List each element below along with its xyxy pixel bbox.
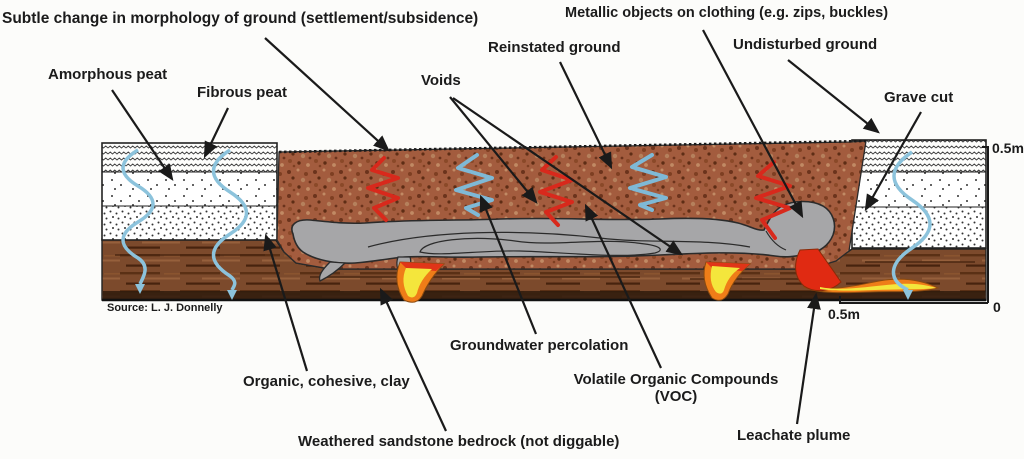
groundwater-waves xyxy=(121,148,932,292)
label-voc-line1: Volatile Organic Compounds xyxy=(573,371,779,388)
scale-label-top: 0.5m xyxy=(992,140,1024,156)
arrow-groundwater xyxy=(479,194,538,335)
arrow-voc xyxy=(584,203,662,369)
groundwater-wave-left-2 xyxy=(211,148,249,291)
arrow-undisturbed-ground xyxy=(787,59,880,134)
leachate-plume-middle xyxy=(703,261,752,301)
shroud-line xyxy=(367,231,751,248)
void-squiggle-2 xyxy=(628,153,668,212)
groundwater-wave-left-1 xyxy=(121,148,155,285)
arrow-subtle-change xyxy=(264,37,390,152)
arrow-metallic-objects xyxy=(702,29,804,219)
label-voids: Voids xyxy=(421,72,461,89)
clay-layer-left xyxy=(102,206,277,240)
arrow-weathered-bedrock xyxy=(379,287,447,432)
scale-bar-horizontal xyxy=(839,296,988,304)
right-undisturbed-block xyxy=(851,139,987,249)
label-voc: Volatile Organic Compounds (VOC) xyxy=(556,371,796,406)
scale-label-horizontal: 0.5m xyxy=(828,306,860,322)
voc-squiggles xyxy=(366,155,792,240)
voc-squiggle-2 xyxy=(538,155,574,227)
voc-squiggle-1 xyxy=(366,156,400,222)
arrow-organic-clay xyxy=(263,233,309,372)
fibrous-peat-layer-right xyxy=(852,140,986,172)
label-leachate-plume: Leachate plume xyxy=(737,427,851,444)
annotation-arrows xyxy=(111,29,922,432)
leachate-plume-right xyxy=(795,248,940,294)
voc-squiggle-3 xyxy=(754,160,792,240)
void-squiggle-1 xyxy=(454,153,494,217)
arrow-fibrous-peat xyxy=(203,107,229,159)
arrow-voids-2 xyxy=(452,97,684,256)
fibrous-peat-layer-left xyxy=(102,143,277,172)
amorphous-peat-layer-left xyxy=(102,172,277,206)
label-groundwater-percolation: Groundwater percolation xyxy=(450,337,629,354)
scale-label-zero: 0 xyxy=(993,299,1001,315)
label-fibrous-peat: Fibrous peat xyxy=(197,84,288,101)
groundwater-wave-right xyxy=(891,150,932,292)
arrow-voids-1 xyxy=(449,96,538,204)
label-grave-cut: Grave cut xyxy=(884,89,954,106)
label-source: Source: L. J. Donnelly xyxy=(107,302,223,314)
label-amorphous-peat: Amorphous peat xyxy=(48,66,168,83)
arrow-leachate xyxy=(795,292,821,425)
label-voc-line2: (VOC) xyxy=(654,387,698,405)
groundwater-wave-arrowheads xyxy=(135,284,913,300)
arrow-grave-cut xyxy=(864,111,922,212)
label-subtle-change: Subtle change in morphology of ground (s… xyxy=(2,10,479,27)
foot-left xyxy=(318,261,347,282)
head-jaw-line xyxy=(765,230,787,251)
arrow-reinstated-ground xyxy=(559,61,613,170)
label-weathered-bedrock: Weathered sandstone bedrock (not diggabl… xyxy=(298,433,620,450)
amorphous-peat-layer-right xyxy=(852,172,986,207)
arrow-amorphous-peat xyxy=(111,89,174,182)
label-organic-clay: Organic, cohesive, clay xyxy=(243,373,410,390)
label-reinstated-ground: Reinstated ground xyxy=(488,39,621,56)
scale-bar-vertical xyxy=(982,146,989,303)
void-squiggles xyxy=(454,153,668,217)
leachate-plume-left xyxy=(396,261,446,303)
label-metallic-objects: Metallic objects on clothing (e.g. zips,… xyxy=(565,5,889,21)
label-undisturbed-ground: Undisturbed ground xyxy=(733,36,878,53)
